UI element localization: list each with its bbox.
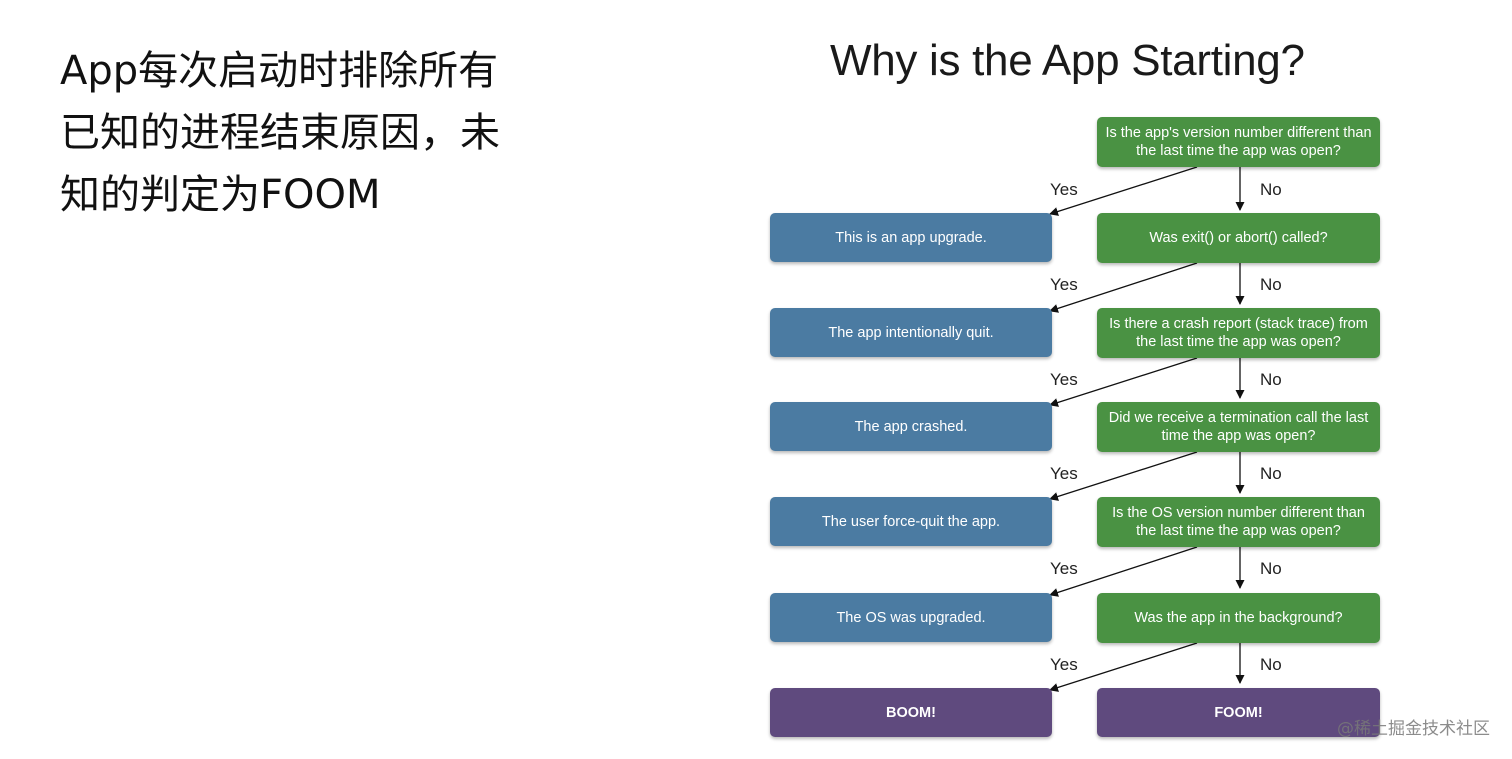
no-label-4: No: [1260, 464, 1282, 483]
no-label-3: No: [1260, 370, 1282, 389]
yes-label-5: Yes: [1050, 559, 1078, 578]
yes-arrow-2: [1049, 262, 1198, 313]
yes-label-4: Yes: [1050, 464, 1078, 483]
no-label-2: No: [1260, 275, 1282, 294]
watermark: @稀土掘金技术社区: [1337, 719, 1490, 739]
outcome-intentional-quit: The app intentionally quit.: [770, 308, 1052, 357]
no-label-6: No: [1260, 655, 1282, 674]
yes-label-3: Yes: [1050, 370, 1078, 389]
outcome-boom: BOOM!: [770, 688, 1052, 737]
yes-label-6: Yes: [1050, 655, 1078, 674]
outcome-force-quit: The user force-quit the app.: [770, 497, 1052, 546]
no-label-5: No: [1260, 559, 1282, 578]
question-background: Was the app in the background?: [1097, 593, 1380, 643]
outcome-os-upgraded: The OS was upgraded.: [770, 593, 1052, 642]
yes-arrow-3: [1049, 357, 1198, 407]
question-crash-report: Is there a crash report (stack trace) fr…: [1097, 308, 1380, 358]
no-label-1: No: [1260, 180, 1282, 199]
yes-arrow-5: [1049, 546, 1198, 597]
question-os-version: Is the OS version number different than …: [1097, 497, 1380, 547]
slide-text-line-2: 已知的进程结束原因，未: [60, 110, 500, 156]
flowchart-title: Why is the App Starting?: [830, 36, 1305, 85]
outcome-app-upgrade: This is an app upgrade.: [770, 213, 1052, 262]
outcome-foom: FOOM!: [1097, 688, 1380, 737]
question-version-changed: Is the app's version number different th…: [1097, 117, 1380, 167]
outcome-app-crashed: The app crashed.: [770, 402, 1052, 451]
question-termination-call: Did we receive a termination call the la…: [1097, 402, 1380, 452]
slide-text-line-1: App每次启动时排除所有: [60, 48, 499, 94]
yes-arrow-6: [1049, 642, 1198, 692]
yes-arrow-1: [1049, 166, 1198, 216]
yes-label-1: Yes: [1050, 180, 1078, 199]
slide-text: App每次启动时排除所有 已知的进程结束原因，未 知的判定为FOOM: [60, 40, 580, 226]
slide-text-line-3: 知的判定为FOOM: [60, 172, 381, 218]
question-exit-called: Was exit() or abort() called?: [1097, 213, 1380, 263]
yes-arrow-4: [1049, 451, 1198, 501]
yes-label-2: Yes: [1050, 275, 1078, 294]
